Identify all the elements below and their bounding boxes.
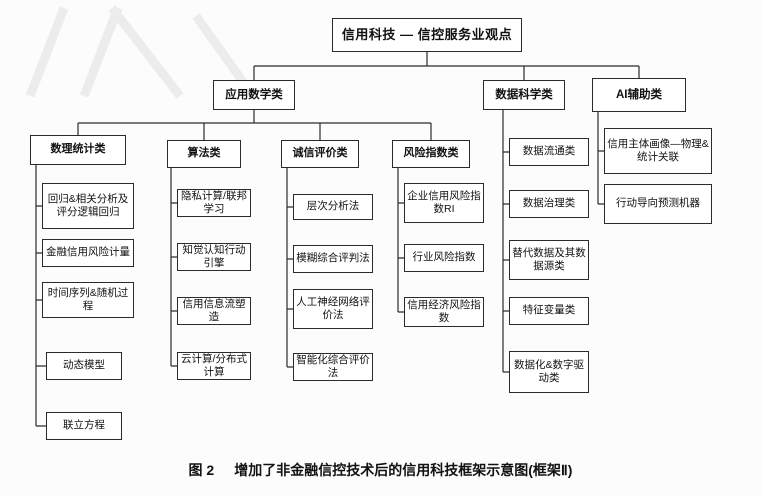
node-root: 信用科技 — 信控服务业观点 (332, 18, 522, 52)
figure-caption: 图 2 增加了非金融信控技术后的信用科技框架示意图(框架Ⅱ) (0, 460, 761, 480)
node-feature-variables: 特征变量类 (509, 297, 589, 325)
node-fuzzy-evaluation: 模糊综合评判法 (293, 245, 373, 273)
node-credit-subject-portrait: 信用主体画像—物理&统计关联 (604, 128, 712, 174)
node-ai-assist: AI辅助类 (592, 78, 686, 112)
node-credit-info-flow: 信用信息流塑造 (177, 297, 251, 325)
node-math-stat: 数理统计类 (30, 135, 126, 165)
node-industry-risk-index: 行业风险指数 (404, 244, 484, 272)
node-cloud-computing: 云计算/分布式计算 (177, 352, 251, 380)
node-regression-logistic: 回归&相关分析及评分逻辑回归 (42, 183, 134, 229)
node-algorithm: 算法类 (167, 140, 241, 168)
node-intelligent-evaluation: 智能化综合评价法 (293, 353, 373, 381)
node-data-driven: 数据化&数字驱动类 (509, 351, 589, 393)
node-enterprise-risk-index: 企业信用风险指数RI (404, 183, 484, 223)
figure-title: 增加了非金融信控技术后的信用科技框架示意图(框架Ⅱ) (234, 462, 573, 478)
node-alternative-data: 替代数据及其数据源类 (509, 240, 589, 280)
node-data-governance: 数据治理类 (509, 190, 589, 218)
node-data-circulation: 数据流通类 (509, 138, 589, 166)
node-simultaneous-equations: 联立方程 (46, 412, 122, 440)
node-integrity-eval: 诚信评价类 (281, 140, 359, 168)
node-applied-math: 应用数学类 (213, 80, 295, 110)
node-financial-credit-risk: 金融信用风险计量 (42, 239, 134, 267)
node-dynamic-model: 动态模型 (46, 352, 122, 380)
node-time-series: 时间序列&随机过程 (42, 282, 134, 318)
figure-number: 图 2 (188, 462, 215, 478)
node-cognitive-action-engine: 知觉认知行动引擎 (177, 243, 251, 271)
node-action-prediction-machine: 行动导向预测机器 (604, 184, 712, 224)
node-ahp: 层次分析法 (293, 194, 373, 220)
node-ann-evaluation: 人工神经网络评价法 (293, 289, 373, 329)
node-data-science: 数据科学类 (483, 80, 565, 110)
node-privacy-computing: 隐私计算/联邦学习 (177, 189, 251, 217)
node-credit-economy-risk-index: 信用经济风险指数 (404, 297, 484, 327)
node-risk-index: 风险指数类 (392, 140, 470, 168)
